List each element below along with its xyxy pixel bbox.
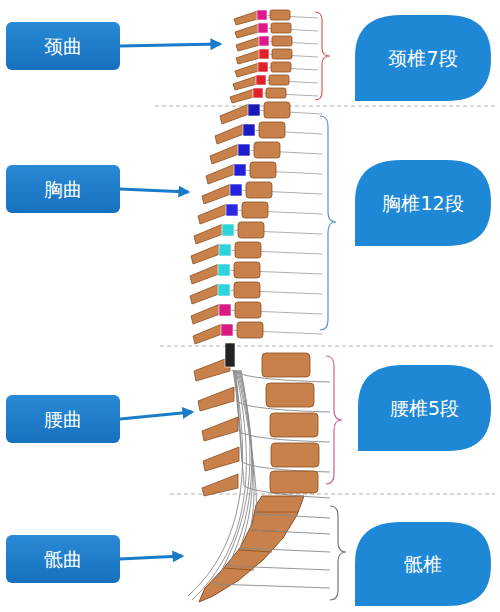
node-text: 骶椎 <box>398 553 448 576</box>
node-text: 胸椎12段 <box>376 192 469 215</box>
region-bracket <box>330 506 346 600</box>
sacrum-bone <box>199 496 304 602</box>
vertebral-body <box>234 10 319 493</box>
nerve-root <box>224 15 322 334</box>
bubble-fill <box>355 15 491 101</box>
bubble-fill <box>355 522 491 606</box>
node-text: 腰椎5段 <box>384 397 465 420</box>
bubble-fill <box>358 365 491 451</box>
segment-bubble: 颈椎7段 <box>355 15 491 101</box>
segment-bubble: 胸椎12段 <box>355 160 491 246</box>
curve-label-box: 腰曲 <box>6 395 120 443</box>
segment-bubble: 腰椎5段 <box>358 365 491 451</box>
node-text: 胸曲 <box>38 178 88 201</box>
node-text: 颈曲 <box>38 35 88 58</box>
node-text: 腰曲 <box>38 408 88 431</box>
region-bracket <box>315 12 330 100</box>
node-text: 骶曲 <box>38 548 88 571</box>
pointer-arrow <box>120 44 220 559</box>
node-text: 颈椎7段 <box>382 47 463 70</box>
separator-line <box>155 106 495 494</box>
bubble-fill <box>355 160 491 246</box>
curve-label-box: 骶曲 <box>6 535 120 583</box>
region-bracket <box>320 116 336 330</box>
segment-bubble: 骶椎 <box>355 522 491 606</box>
cord-segment <box>218 10 269 367</box>
curve-label-box: 颈曲 <box>6 22 120 70</box>
region-bracket <box>326 356 342 484</box>
spinous-process <box>190 11 260 496</box>
curve-label-box: 胸曲 <box>6 165 120 213</box>
cauda-equina <box>188 370 330 600</box>
